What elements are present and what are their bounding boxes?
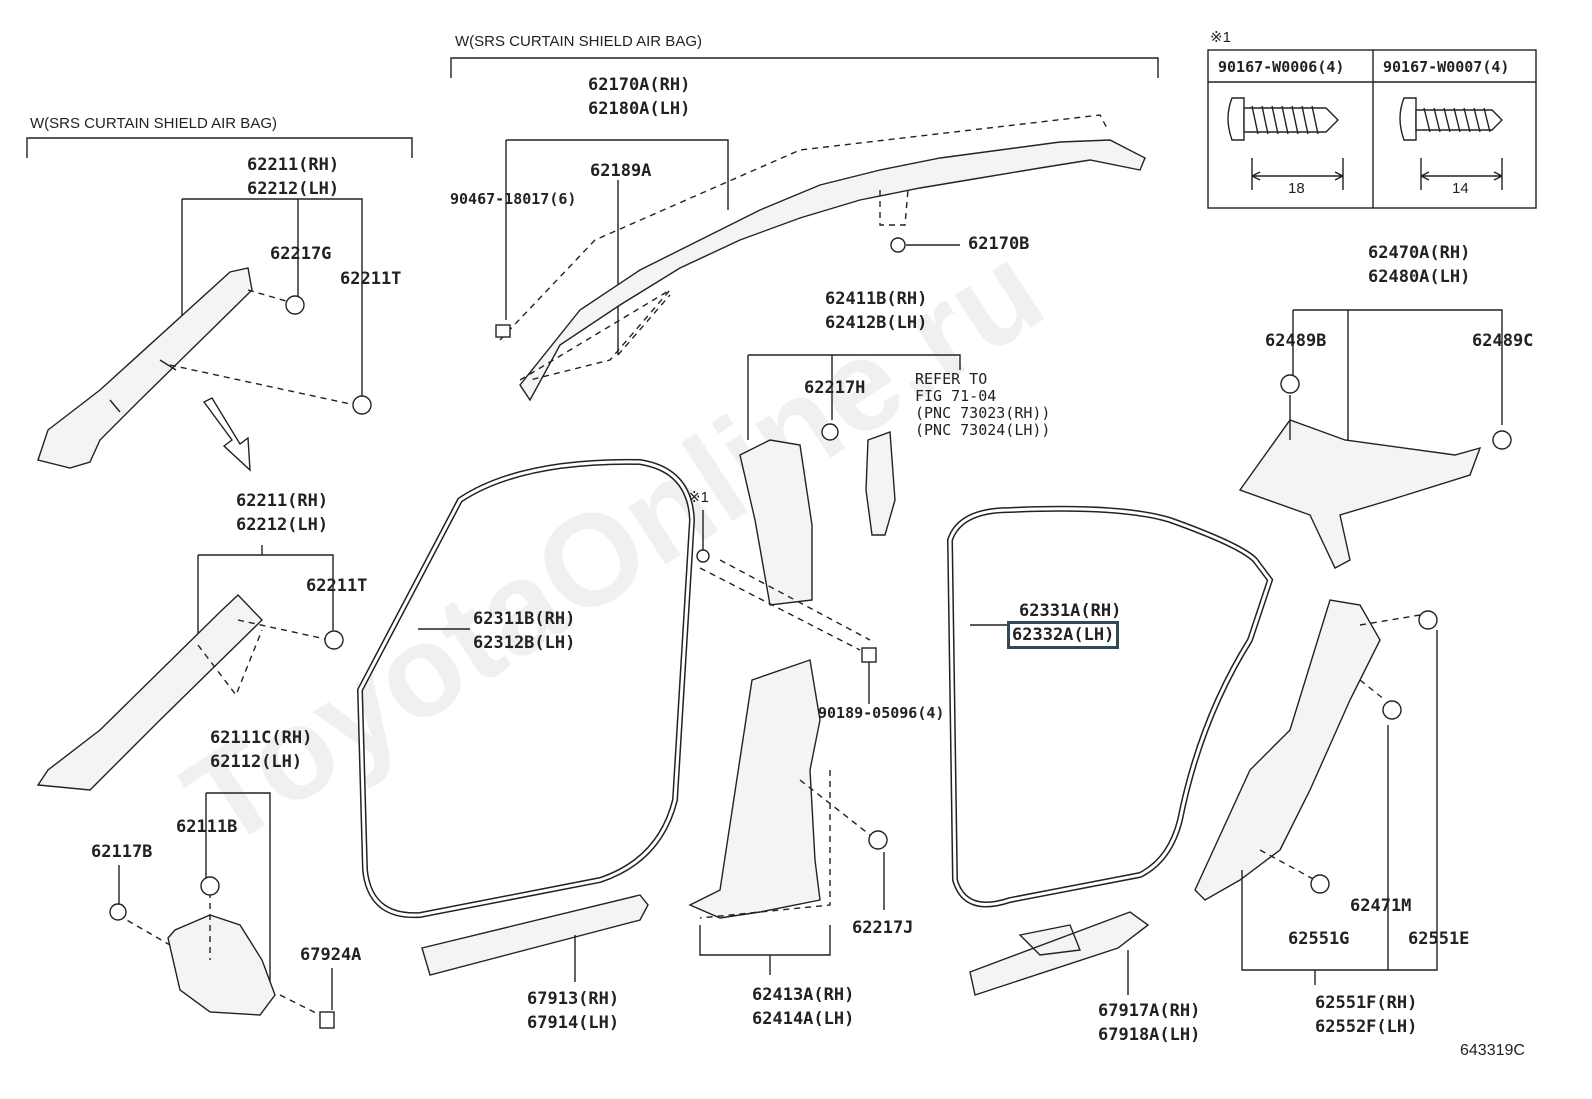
bolt-62170b-icon — [890, 237, 906, 253]
left-group-header: W(SRS CURTAIN SHIELD AIR BAG) — [30, 115, 277, 132]
part-label-62189a[interactable]: 62189A — [590, 161, 652, 181]
part-label-67914-lh[interactable]: 67914(LH) — [527, 1013, 620, 1033]
clip-90467-icon — [495, 324, 511, 338]
top-group-header: W(SRS CURTAIN SHIELD AIR BAG) — [455, 33, 702, 50]
part-label-90189[interactable]: 90189-05096(4) — [818, 704, 945, 722]
part-label-62217h[interactable]: 62217H — [804, 378, 866, 398]
roof-side-inner-trim — [1194, 599, 1381, 901]
b-pillar-upper-trim — [739, 439, 813, 606]
a-pillar-trim-upper — [37, 267, 253, 469]
front-scuff-plate — [421, 894, 649, 976]
part-label-62332a-lh-highlighted[interactable]: 62332A(LH) — [1006, 621, 1120, 649]
part-label-62170b[interactable]: 62170B — [968, 234, 1030, 254]
clip-62117b-icon — [109, 903, 127, 921]
refer-line-2: FIG 71-04 — [915, 387, 997, 405]
part-label-62211t-b[interactable]: 62211T — [306, 576, 368, 596]
part-label-62551g[interactable]: 62551G — [1288, 929, 1350, 949]
label-bracket-62111c — [205, 792, 271, 990]
refer-line-1: REFER TO — [915, 370, 988, 388]
refer-line-4: (PNC 73024(LH)) — [915, 421, 1051, 439]
part-label-62311b-rh[interactable]: 62311B(RH) — [473, 609, 576, 629]
screw-18-icon — [1227, 97, 1344, 190]
label-bracket-62413a — [699, 925, 831, 975]
clip-62489c-icon — [1492, 430, 1512, 450]
part-label-62112-lh[interactable]: 62112(LH) — [210, 752, 303, 772]
fastener-col1-length: 18 — [1288, 180, 1305, 197]
part-label-62470a-rh[interactable]: 62470A(RH) — [1368, 243, 1471, 263]
cowl-side-trim — [167, 914, 276, 1016]
clip-62211t-b-icon — [324, 630, 344, 650]
part-label-62111b[interactable]: 62111B — [176, 817, 238, 837]
clip-62217g-icon — [285, 295, 305, 315]
part-label-62489b[interactable]: 62489B — [1265, 331, 1327, 351]
part-label-62170a-rh[interactable]: 62170A(RH) — [588, 75, 691, 95]
fastener-col2-length: 14 — [1452, 180, 1469, 197]
rear-scuff-plate — [969, 911, 1150, 996]
fastener-col2-part: 90167-W0007(4) — [1383, 58, 1510, 76]
clip-67924a-icon — [319, 1011, 335, 1029]
part-label-67918a-lh[interactable]: 67918A(LH) — [1098, 1025, 1201, 1045]
clip-62211t-a-icon — [352, 395, 372, 415]
part-label-62217j[interactable]: 62217J — [852, 918, 914, 938]
fastener-col1-part: 90167-W0006(4) — [1218, 58, 1345, 76]
label-bracket-62411b — [747, 354, 961, 440]
part-label-67917a-rh[interactable]: 67917A(RH) — [1098, 1001, 1201, 1021]
part-label-67924a[interactable]: 67924A — [300, 945, 362, 965]
a-pillar-trim-lower — [36, 594, 263, 791]
seat-belt-anchor — [865, 431, 896, 536]
part-label-62331a-rh[interactable]: 62331A(RH) — [1019, 601, 1122, 621]
clip-62551e-icon — [1418, 610, 1438, 630]
clip-62551g-icon — [1310, 874, 1330, 894]
part-label-62489c[interactable]: 62489C — [1472, 331, 1534, 351]
clip-90189-icon — [861, 647, 877, 663]
part-label-62212-lh-a[interactable]: 62212(LH) — [247, 179, 340, 199]
part-label-62480a-lh[interactable]: 62480A(LH) — [1368, 267, 1471, 287]
curtain-airbag — [519, 139, 1146, 402]
fastener-table-mark: ※1 — [1210, 29, 1231, 46]
label-bracket-62470a — [1292, 309, 1503, 440]
part-label-62471m[interactable]: 62471M — [1350, 896, 1412, 916]
clip-62111b-icon — [200, 876, 220, 896]
part-label-62117b[interactable]: 62117B — [91, 842, 153, 862]
fastener-table-frame — [1207, 49, 1537, 209]
part-label-62552f-lh[interactable]: 62552F(LH) — [1315, 1017, 1418, 1037]
c-pillar-upper-trim — [1238, 419, 1482, 569]
part-label-62211-rh-a[interactable]: 62211(RH) — [247, 155, 340, 175]
arrow-down-icon — [202, 397, 251, 472]
mark-x1: ※1 — [688, 489, 709, 506]
part-label-62551f-rh[interactable]: 62551F(RH) — [1315, 993, 1418, 1013]
part-label-62211-rh-b[interactable]: 62211(RH) — [236, 491, 329, 511]
part-label-62211t-a[interactable]: 62211T — [340, 269, 402, 289]
figure-id: 643319C — [1460, 1042, 1525, 1059]
part-label-62414a-lh[interactable]: 62414A(LH) — [752, 1009, 855, 1029]
clip-62489b-icon — [1280, 374, 1300, 394]
part-label-90467[interactable]: 90467-18017(6) — [450, 190, 577, 208]
front-door-weatherstrip — [356, 458, 696, 919]
screw-14-icon — [1399, 97, 1503, 190]
left-group-bracket — [26, 137, 413, 158]
part-label-62412b-lh[interactable]: 62412B(LH) — [825, 313, 928, 333]
label-bracket-62170a — [505, 139, 729, 355]
top-group-bracket — [450, 57, 1159, 78]
refer-line-3: (PNC 73023(RH)) — [915, 404, 1051, 422]
part-label-62411b-rh[interactable]: 62411B(RH) — [825, 289, 928, 309]
part-label-62217g[interactable]: 62217G — [270, 244, 332, 264]
part-label-62111c-rh[interactable]: 62111C(RH) — [210, 728, 313, 748]
part-label-62180a-lh[interactable]: 62180A(LH) — [588, 99, 691, 119]
label-bracket-62551f — [1241, 630, 1438, 985]
screw-x1-icon — [696, 549, 710, 563]
part-label-62551e[interactable]: 62551E — [1408, 929, 1470, 949]
part-label-67913-rh[interactable]: 67913(RH) — [527, 989, 620, 1009]
part-label-62212-lh-b[interactable]: 62212(LH) — [236, 515, 329, 535]
b-pillar-lower-trim — [688, 659, 821, 919]
part-label-62413a-rh[interactable]: 62413A(RH) — [752, 985, 855, 1005]
clip-62217j-icon — [868, 830, 888, 850]
label-bracket-62211-a — [181, 198, 363, 400]
clip-62471m-icon — [1382, 700, 1402, 720]
part-label-62312b-lh[interactable]: 62312B(LH) — [473, 633, 576, 653]
